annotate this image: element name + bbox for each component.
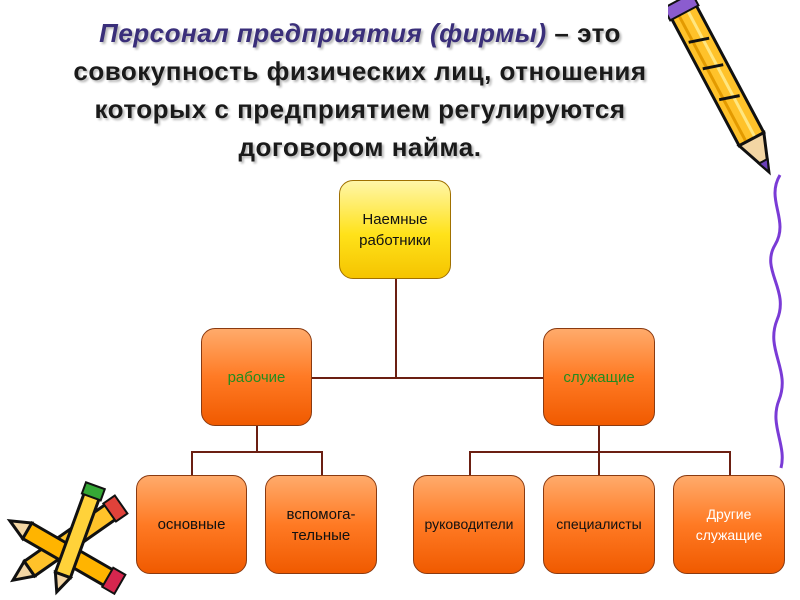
node-employees-label: служащие xyxy=(563,368,635,386)
connector-left-child-2 xyxy=(321,451,323,476)
node-employees: служащие xyxy=(543,328,655,426)
node-auxiliary-workers-line2: тельные xyxy=(291,526,351,544)
node-workers-label: рабочие xyxy=(227,368,286,386)
node-managers: руководители xyxy=(413,475,525,574)
title-rest: – это xyxy=(546,18,621,48)
node-hired-workers-line2: работники xyxy=(359,231,431,249)
node-hired-workers-line1: Наемные xyxy=(362,210,428,228)
connector-left-down xyxy=(256,425,258,452)
title-line-3: которых с предприятием регулируются xyxy=(94,94,626,124)
connector-right-child-1 xyxy=(469,451,471,476)
title-line-2: совокупность физических лиц, отношения xyxy=(73,56,647,86)
connector-left-child-1 xyxy=(191,451,193,476)
node-auxiliary-workers: вспомога- тельные xyxy=(265,475,377,574)
node-specialists: специалисты xyxy=(543,475,655,574)
title-highlight: Персонал предприятия (фирмы) xyxy=(99,18,547,48)
node-specialists-line1: специалисты xyxy=(556,516,642,532)
slide-title: Персонал предприятия (фирмы) – это совок… xyxy=(0,14,720,166)
node-workers: рабочие xyxy=(201,328,312,426)
pencil-icon xyxy=(668,0,771,176)
node-auxiliary-workers-line1: вспомога- xyxy=(286,505,356,523)
node-other-employees-line2: служащие xyxy=(695,526,763,543)
connector-mid-horizontal xyxy=(312,377,544,379)
connector-right-child-3 xyxy=(729,451,731,476)
node-main-workers: основные xyxy=(136,475,247,574)
squiggle-line xyxy=(769,174,784,469)
title-line-4: договором найма. xyxy=(238,132,482,162)
connector-right-child-2 xyxy=(598,451,600,476)
connector-root-down xyxy=(395,278,397,378)
node-hired-workers: Наемные работники xyxy=(339,180,451,279)
node-managers-line1: руководители xyxy=(424,516,514,532)
title-line-1: Персонал предприятия (фирмы) – это xyxy=(0,14,720,52)
pencils-icon xyxy=(6,481,129,596)
connector-left-horizontal xyxy=(191,451,323,453)
connector-right-horizontal xyxy=(469,451,731,453)
node-other-employees: Другие служащие xyxy=(673,475,785,574)
connector-right-down xyxy=(598,425,600,452)
node-main-workers-line1: основные xyxy=(157,516,226,533)
node-other-employees-line1: Другие xyxy=(706,505,752,522)
